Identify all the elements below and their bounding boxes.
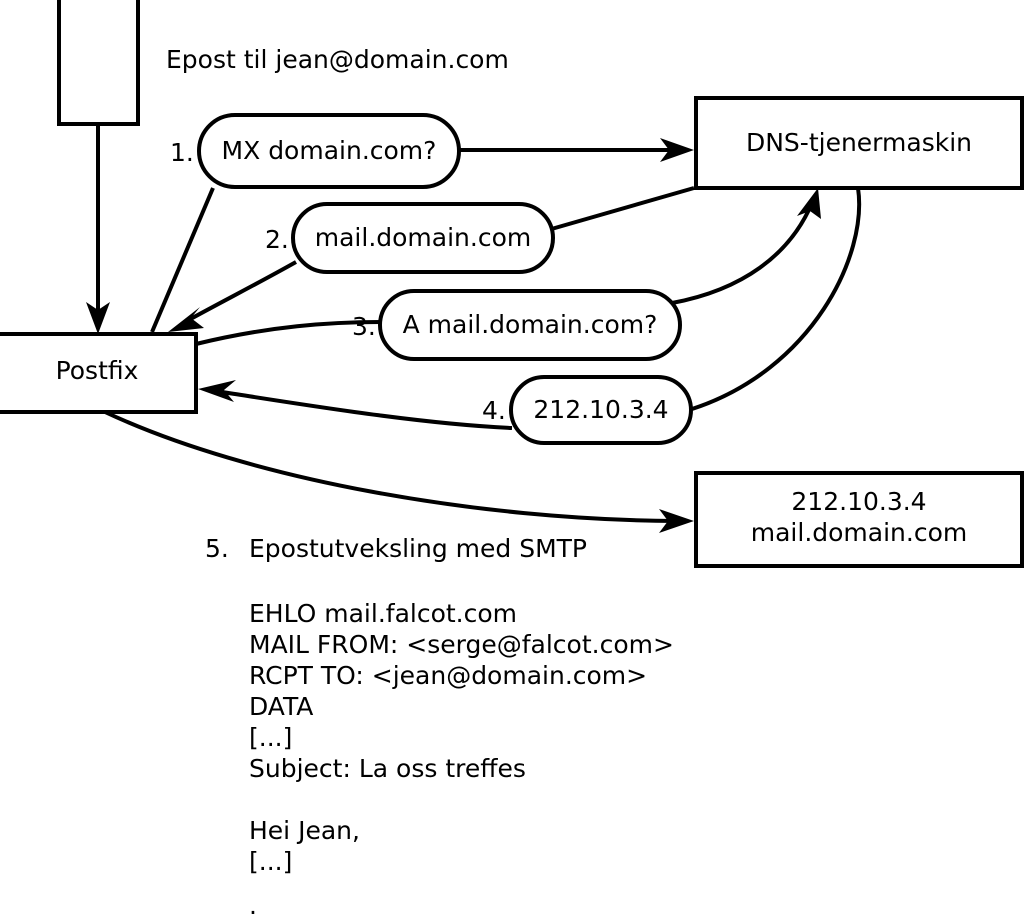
bubble-step-1 <box>197 113 461 189</box>
arrowhead-user-to-postfix <box>86 302 110 334</box>
arrowhead-answer4-to-postfix <box>198 380 236 402</box>
connector-dns-to-answer2 <box>547 186 695 232</box>
step-number-5: 5. <box>205 534 229 563</box>
step-number-4: 4. <box>482 396 506 425</box>
connector-dns-to-answer4 <box>691 187 862 411</box>
node-postfix-box <box>0 332 198 414</box>
node-mailserver-hostname: mail.domain.com <box>751 518 967 547</box>
diagram-title-text: Epost til jean@domain.com <box>166 45 509 74</box>
step-number-3: 3. <box>352 312 376 341</box>
smtp-line-1: MAIL FROM: <serge@falcot.com> <box>249 630 674 659</box>
node-dns-label: DNS-tjenermaskin <box>746 128 972 157</box>
connector-postfix-to-query3 <box>195 320 382 346</box>
smtp-line-5: Subject: La oss treffes <box>249 754 526 783</box>
arrowhead-answer2-to-postfix <box>168 307 204 332</box>
arrowhead-query1-to-dns <box>660 138 694 162</box>
smtp-line-3: DATA <box>249 692 313 721</box>
bubble-step-1-label: MX domain.com? <box>222 136 437 165</box>
step-5-label: Epostutveksling med SMTP <box>249 534 587 563</box>
connector-answer2-to-postfix <box>184 260 297 324</box>
arrowhead-query3-to-dns <box>797 188 821 219</box>
smtp-line-4: [...] <box>249 723 292 752</box>
connector-postfix-to-query1 <box>150 187 215 333</box>
smtp-line-7: Hei Jean, <box>249 816 360 845</box>
node-dns-box <box>694 96 1024 190</box>
bubble-step-3 <box>378 289 682 361</box>
smtp-line-2: RCPT TO: <jean@domain.com> <box>249 661 647 690</box>
node-user-box <box>57 0 140 126</box>
smtp-line-8: [...] <box>249 847 292 876</box>
smtp-line-10: . <box>249 891 257 919</box>
connector-answer4-to-postfix <box>221 390 513 430</box>
node-postfix-label: Postfix <box>56 356 139 385</box>
bubble-step-3-label: A mail.domain.com? <box>403 310 658 339</box>
step-number-1: 1. <box>170 138 194 167</box>
bubble-step-2-label: mail.domain.com <box>315 223 531 252</box>
arrowhead-postfix-to-mailserver <box>659 509 694 533</box>
connector-query3-to-dns <box>671 202 814 305</box>
step-number-2: 2. <box>265 225 289 254</box>
bubble-step-4 <box>509 375 693 445</box>
connector-postfix-to-mailserver <box>104 410 677 523</box>
smtp-line-0: EHLO mail.falcot.com <box>249 599 517 628</box>
bubble-step-4-label: 212.10.3.4 <box>533 395 668 424</box>
node-mailserver-ip: 212.10.3.4 <box>791 487 926 516</box>
bubble-step-2 <box>291 202 555 274</box>
node-mailserver-box <box>694 471 1024 568</box>
